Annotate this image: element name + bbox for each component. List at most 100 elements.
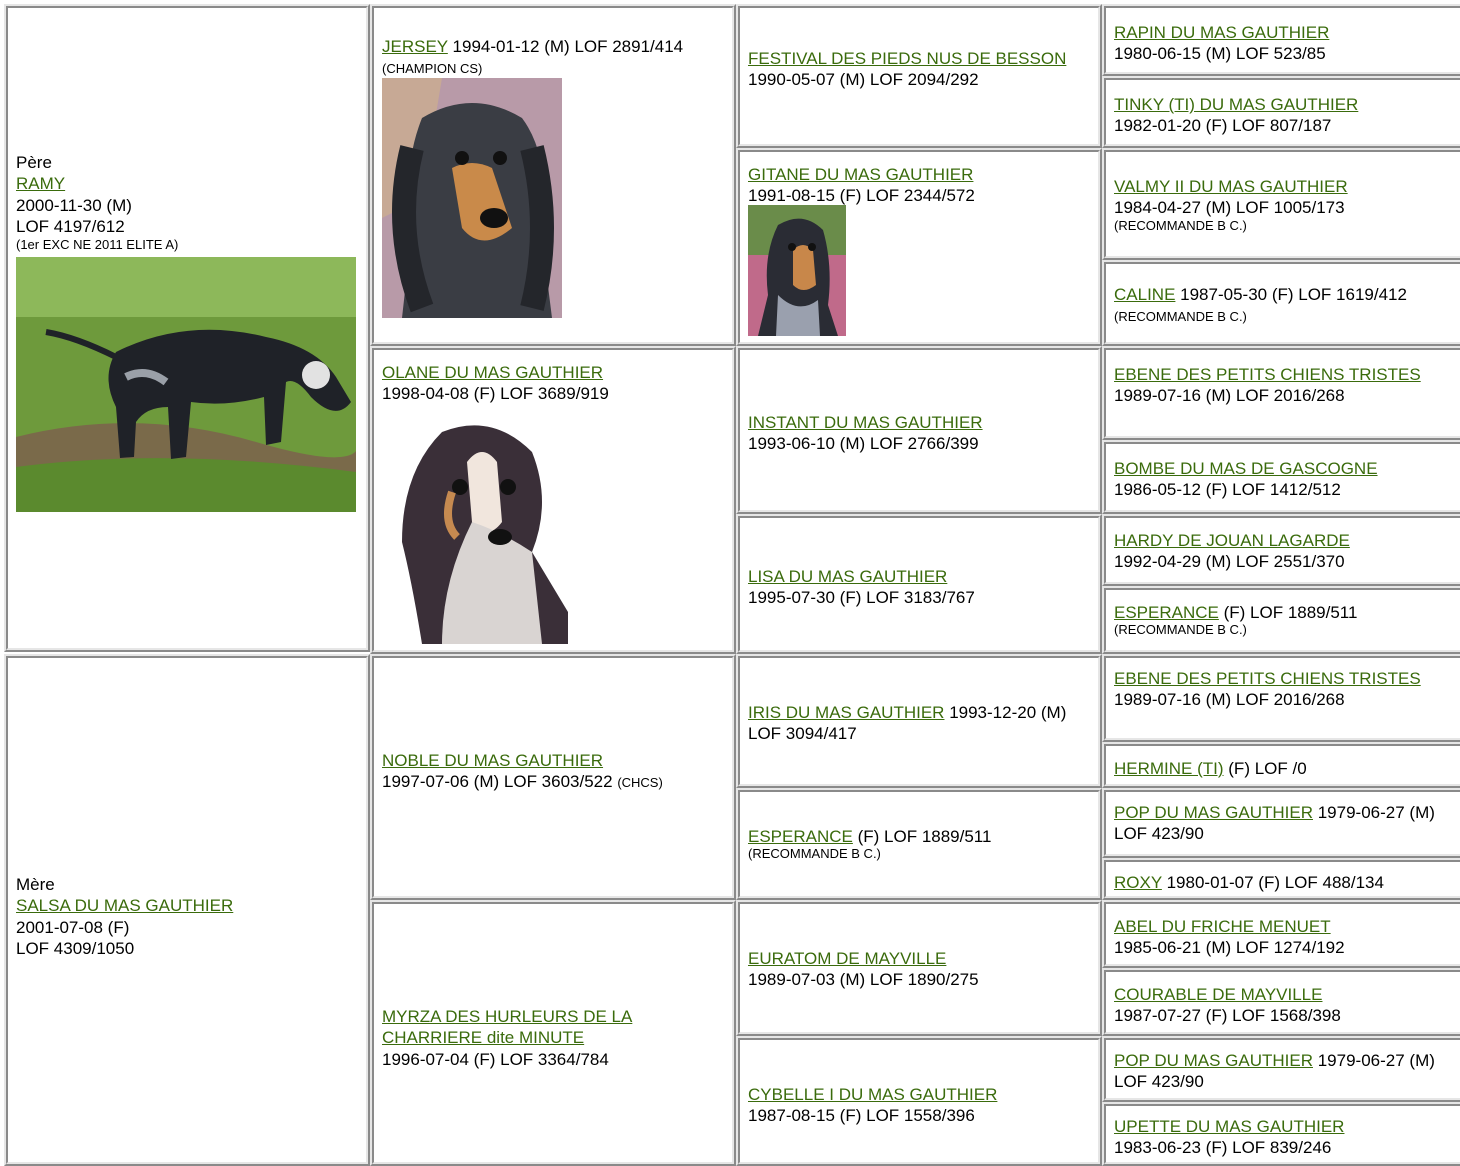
pop1-info: 1979-06-27 (M) LOF 423/90: [1114, 803, 1435, 844]
hermine-cell: HERMINE (TI) (F) LOF /0: [1104, 744, 1460, 786]
bombe-info: 1986-05-12 (F) LOF 1412/512: [1114, 480, 1341, 500]
euratom-cell: EURATOM DE MAYVILLE 1989-07-03 (M) LOF 1…: [738, 902, 1100, 1034]
ebene1-link[interactable]: EBENE DES PETITS CHIENS TRISTES: [1114, 365, 1421, 384]
jersey-cell: JERSEY 1994-01-12 (M) LOF 2891/414 (CHAM…: [372, 6, 734, 344]
euratom-info: 1989-07-03 (M) LOF 1890/275: [748, 970, 979, 990]
noble-note: (CHCS): [617, 775, 663, 791]
esperance-cell: ESPERANCE (F) LOF 1889/511 (RECOMMANDE B…: [738, 790, 1100, 898]
bombe-link[interactable]: BOMBE DU MAS DE GASCOGNE: [1114, 459, 1378, 478]
jersey-info: 1994-01-12 (M) LOF 2891/414: [447, 37, 684, 56]
caline-note: (RECOMMANDE B C.): [1114, 309, 1247, 325]
jersey-note: (CHAMPION CS): [382, 61, 483, 77]
esperance4-note: (RECOMMANDE B C.): [1114, 622, 1247, 638]
jersey-photo: [382, 78, 562, 318]
roxy-link[interactable]: ROXY: [1114, 873, 1162, 892]
hardy-link[interactable]: HARDY DE JOUAN LAGARDE: [1114, 531, 1350, 550]
pop2-link[interactable]: POP DU MAS GAUTHIER: [1114, 1051, 1313, 1070]
ebene2-cell: EBENE DES PETITS CHIENS TRISTES 1989-07-…: [1104, 656, 1460, 740]
abel-info: 1985-06-21 (M) LOF 1274/192: [1114, 938, 1345, 958]
valmy-info: 1984-04-27 (M) LOF 1005/173: [1114, 198, 1345, 218]
cybelle-info: 1987-08-15 (F) LOF 1558/396: [748, 1106, 975, 1126]
upette-cell: UPETTE DU MAS GAUTHIER 1983-06-23 (F) LO…: [1104, 1104, 1460, 1164]
gitane-photo: [748, 205, 846, 336]
abel-link[interactable]: ABEL DU FRICHE MENUET: [1114, 917, 1331, 936]
rapin-info: 1980-06-15 (M) LOF 523/85: [1114, 44, 1326, 64]
lisa-cell: LISA DU MAS GAUTHIER 1995-07-30 (F) LOF …: [738, 516, 1100, 652]
dam-label: Mère: [16, 875, 55, 894]
esperance4-info: (F) LOF 1889/511: [1218, 603, 1358, 622]
pop2-cell: POP DU MAS GAUTHIER 1979-06-27 (M) LOF 4…: [1104, 1038, 1460, 1100]
valmy-note: (RECOMMANDE B C.): [1114, 217, 1247, 233]
tinky-cell: TINKY (TI) DU MAS GAUTHIER 1982-01-20 (F…: [1104, 78, 1460, 146]
olane-info: 1998-04-08 (F) LOF 3689/919: [382, 384, 609, 404]
sire-note: (1er EXC NE 2011 ELITE A): [16, 237, 179, 252]
caline-link[interactable]: CALINE: [1114, 285, 1176, 304]
jersey-link[interactable]: JERSEY: [382, 37, 448, 56]
noble-cell: NOBLE DU MAS GAUTHIER 1997-07-06 (M) LOF…: [372, 656, 734, 898]
ebene2-info: 1989-07-16 (M) LOF 2016/268: [1114, 690, 1345, 710]
instant-info: 1993-06-10 (M) LOF 2766/399: [748, 434, 979, 454]
esperance-note: (RECOMMANDE B C.): [748, 846, 881, 862]
hermine-info: (F) LOF /0: [1223, 759, 1307, 778]
sire-name-link[interactable]: RAMY: [16, 174, 66, 194]
myrza-link[interactable]: MYRZA DES HURLEURS DE LA CHARRIERE dite …: [382, 1007, 633, 1048]
dam-name-link[interactable]: SALSA DU MAS GAUTHIER: [16, 896, 234, 916]
sire-birth: 2000-11-30 (M): [16, 195, 132, 215]
iris-cell: IRIS DU MAS GAUTHIER 1993-12-20 (M) LOF …: [738, 656, 1100, 786]
pop2-info: 1979-06-27 (M) LOF 423/90: [1114, 1051, 1435, 1092]
upette-link[interactable]: UPETTE DU MAS GAUTHIER: [1114, 1117, 1345, 1136]
sire-cell: Père RAMY 2000-11-30 (M) LOF 4197/612 (1…: [6, 6, 368, 650]
esperance-info: (F) LOF 1889/511: [852, 827, 992, 846]
festival-link[interactable]: FESTIVAL DES PIEDS NUS DE BESSON: [748, 49, 1067, 68]
festival-info: 1990-05-07 (M) LOF 2094/292: [748, 70, 979, 90]
gitane-link[interactable]: GITANE DU MAS GAUTHIER: [748, 165, 974, 184]
sire-lof: LOF 4197/612: [16, 216, 125, 236]
ebene1-info: 1989-07-16 (M) LOF 2016/268: [1114, 386, 1345, 406]
myrza-info: 1996-07-04 (F) LOF 3364/784: [382, 1049, 609, 1069]
hardy-info: 1992-04-29 (M) LOF 2551/370: [1114, 552, 1345, 572]
iris-link[interactable]: IRIS DU MAS GAUTHIER: [748, 703, 945, 722]
gitane-cell: GITANE DU MAS GAUTHIER 1991-08-15 (F) LO…: [738, 150, 1100, 344]
festival-cell: FESTIVAL DES PIEDS NUS DE BESSON 1990-05…: [738, 6, 1100, 146]
ebene2-link[interactable]: EBENE DES PETITS CHIENS TRISTES: [1114, 669, 1421, 688]
olane-cell: OLANE DU MAS GAUTHIER 1998-04-08 (F) LOF…: [372, 348, 734, 652]
dam-cell: Mère SALSA DU MAS GAUTHIER 2001-07-08 (F…: [6, 656, 368, 1164]
rapin-link[interactable]: RAPIN DU MAS GAUTHIER: [1114, 23, 1330, 42]
courable-link[interactable]: COURABLE DE MAYVILLE: [1114, 985, 1323, 1004]
abel-cell: ABEL DU FRICHE MENUET 1985-06-21 (M) LOF…: [1104, 902, 1460, 966]
noble-link[interactable]: NOBLE DU MAS GAUTHIER: [382, 751, 604, 770]
hermine-link[interactable]: HERMINE (TI): [1114, 759, 1224, 778]
instant-link[interactable]: INSTANT DU MAS GAUTHIER: [748, 413, 983, 432]
lisa-link[interactable]: LISA DU MAS GAUTHIER: [748, 567, 948, 586]
valmy-cell: VALMY II DU MAS GAUTHIER 1984-04-27 (M) …: [1104, 150, 1460, 258]
hardy-cell: HARDY DE JOUAN LAGARDE 1992-04-29 (M) LO…: [1104, 516, 1460, 584]
courable-cell: COURABLE DE MAYVILLE 1987-07-27 (F) LOF …: [1104, 970, 1460, 1034]
instant-cell: INSTANT DU MAS GAUTHIER 1993-06-10 (M) L…: [738, 348, 1100, 512]
esperance4-link[interactable]: ESPERANCE: [1114, 603, 1219, 622]
roxy-cell: ROXY 1980-01-07 (F) LOF 488/134: [1104, 860, 1460, 898]
dam-birth: 2001-07-08 (F): [16, 917, 130, 937]
courable-info: 1987-07-27 (F) LOF 1568/398: [1114, 1006, 1341, 1026]
caline-cell: CALINE 1987-05-30 (F) LOF 1619/412 (RECO…: [1104, 262, 1460, 344]
lisa-info: 1995-07-30 (F) LOF 3183/767: [748, 588, 975, 608]
roxy-info: 1980-01-07 (F) LOF 488/134: [1161, 873, 1384, 892]
caline-info: 1987-05-30 (F) LOF 1619/412: [1175, 285, 1407, 304]
valmy-link[interactable]: VALMY II DU MAS GAUTHIER: [1114, 177, 1348, 196]
gitane-info: 1991-08-15 (F) LOF 2344/572: [748, 186, 975, 206]
myrza-cell: MYRZA DES HURLEURS DE LA CHARRIERE dite …: [372, 902, 734, 1164]
esperance-link[interactable]: ESPERANCE: [748, 827, 853, 846]
pop1-link[interactable]: POP DU MAS GAUTHIER: [1114, 803, 1313, 822]
tinky-info: 1982-01-20 (F) LOF 807/187: [1114, 116, 1332, 136]
pop1-cell: POP DU MAS GAUTHIER 1979-06-27 (M) LOF 4…: [1104, 790, 1460, 856]
rapin-cell: RAPIN DU MAS GAUTHIER 1980-06-15 (M) LOF…: [1104, 6, 1460, 74]
ebene1-cell: EBENE DES PETITS CHIENS TRISTES 1989-07-…: [1104, 348, 1460, 438]
cybelle-link[interactable]: CYBELLE I DU MAS GAUTHIER: [748, 1085, 998, 1104]
sire-label: Père: [16, 153, 52, 172]
olane-link[interactable]: OLANE DU MAS GAUTHIER: [382, 363, 604, 382]
euratom-link[interactable]: EURATOM DE MAYVILLE: [748, 949, 947, 968]
noble-info: 1997-07-06 (M) LOF 3603/522: [382, 772, 618, 792]
iris-info: 1993-12-20 (M) LOF 3094/417: [748, 703, 1067, 744]
tinky-link[interactable]: TINKY (TI) DU MAS GAUTHIER: [1114, 95, 1359, 114]
bombe-cell: BOMBE DU MAS DE GASCOGNE 1986-05-12 (F) …: [1104, 442, 1460, 512]
upette-info: 1983-06-23 (F) LOF 839/246: [1114, 1138, 1332, 1158]
